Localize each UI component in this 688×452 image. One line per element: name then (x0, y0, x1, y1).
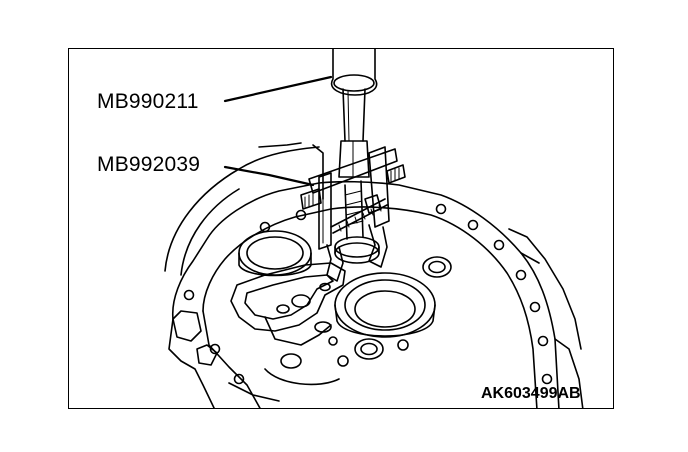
tool-handle (330, 49, 378, 142)
leader-line-2 (223, 165, 315, 187)
tool-coupling (338, 140, 370, 178)
callout-mb992039: MB992039 (97, 153, 201, 176)
puller-body (300, 146, 406, 282)
case-outline-inner (202, 206, 538, 408)
small-bore (422, 256, 452, 278)
left-boss (172, 310, 202, 342)
transaxle-illustration (164, 49, 584, 408)
figure-frame: MB990211 MB992039 AK603499AB (68, 48, 614, 409)
flange-bolt-holes (183, 203, 553, 385)
left-bearing-bore (238, 230, 312, 277)
callout-mb990211: MB990211 (97, 90, 199, 113)
figure-code: AK603499AB (481, 385, 581, 402)
main-bearing-bore (334, 272, 436, 338)
case-right-flange (554, 338, 584, 408)
leader-line-1 (223, 75, 333, 103)
case-outline (171, 180, 560, 408)
oil-plate (230, 262, 346, 346)
case-left-edge (168, 318, 215, 408)
lower-holes (228, 336, 409, 402)
